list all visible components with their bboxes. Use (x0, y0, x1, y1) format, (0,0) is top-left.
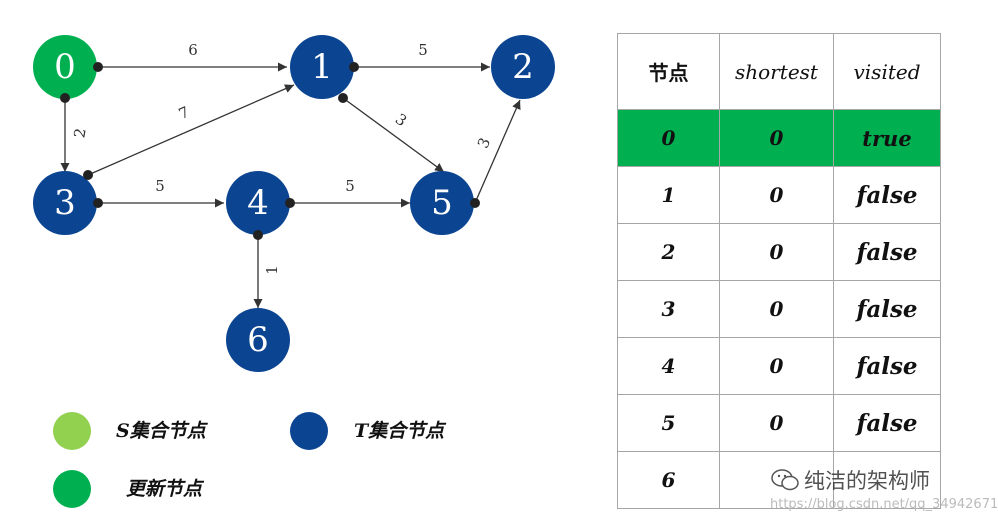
node-6-label: 6 (247, 320, 269, 360)
watermark-url: https://blog.csdn.net/qq_34942671 (770, 497, 998, 512)
cell-shortest: 0 (719, 166, 834, 224)
node-5-label: 5 (431, 183, 453, 223)
watermark-title: 纯洁的架构师 (804, 469, 930, 493)
nodes: 0 1 2 3 4 5 6 (33, 35, 555, 372)
endpoint-dot (470, 198, 480, 208)
table-row: 6 (617, 451, 941, 509)
node-2-label: 2 (512, 47, 534, 87)
cell-visited: false (833, 337, 941, 395)
node-5-circle (410, 171, 474, 235)
table-row: 5 0 false (617, 394, 941, 452)
edge-labels: 6 5 2 7 3 3 5 5 1 (70, 41, 494, 275)
edge-weight-4-6: 1 (263, 265, 281, 275)
endpoint-dot (83, 170, 93, 180)
endpoint-dot (285, 198, 295, 208)
cell-node: 3 (617, 280, 720, 338)
header-visited: visited (833, 33, 941, 110)
cell-node: 6 (617, 451, 720, 509)
table-row: 0 0 true (617, 109, 941, 167)
legend-t-set-label: T集合节点 (354, 420, 447, 442)
node-6: 6 (226, 308, 290, 372)
endpoint-dot (93, 62, 103, 72)
node-1-label: 1 (311, 47, 333, 87)
cell-node: 2 (617, 223, 720, 281)
table-row: 1 0 false (617, 166, 941, 224)
cell-shortest (719, 451, 834, 509)
cell-shortest: 0 (719, 337, 834, 395)
endpoint-dot (253, 230, 263, 240)
graph-diagram: 6 5 2 7 3 3 5 5 1 0 1 2 3 4 (33, 35, 555, 508)
edge-endpoint-dots (60, 62, 480, 240)
wechat-icon (771, 469, 799, 491)
cell-visited: false (833, 166, 941, 224)
cell-visited: false (833, 280, 941, 338)
node-2: 2 (491, 35, 555, 99)
endpoint-dot (60, 93, 70, 103)
node-0-circle (33, 35, 97, 99)
cell-visited: false (833, 223, 941, 281)
cell-shortest: 0 (719, 223, 834, 281)
edge-weight-0-3: 2 (70, 127, 89, 140)
cell-visited: true (833, 109, 941, 167)
cell-shortest: 0 (719, 394, 834, 452)
node-0: 0 (33, 35, 97, 99)
edge-weight-0-1: 6 (188, 41, 198, 59)
cell-node: 1 (617, 166, 720, 224)
node-3: 3 (33, 171, 97, 235)
node-4: 4 (226, 171, 290, 235)
legend-s-set-swatch (53, 412, 91, 450)
cell-visited: false (833, 394, 941, 452)
legend: S集合节点 T集合节点 更新节点 (53, 412, 447, 508)
edge-5-2 (474, 99, 521, 204)
edge-weight-1-5: 3 (392, 110, 410, 130)
legend-t-set-swatch (290, 412, 328, 450)
node-3-label: 3 (54, 183, 76, 223)
node-5: 5 (410, 171, 474, 235)
endpoint-dot (93, 198, 103, 208)
edges (60, 62, 521, 308)
table-row: 2 0 false (617, 223, 941, 281)
cell-shortest: 0 (719, 280, 834, 338)
legend-s-set-label: S集合节点 (116, 420, 209, 442)
cell-visited (833, 451, 941, 509)
endpoint-dot (349, 62, 359, 72)
table-row: 3 0 false (617, 280, 941, 338)
edge-weight-5-2: 3 (474, 135, 494, 151)
watermark: 纯洁的架构师 https://blog.csdn.net/qq_34942671 (770, 465, 998, 523)
header-shortest: shortest (719, 33, 834, 110)
node-0-label: 0 (54, 47, 76, 87)
legend-updated-swatch (53, 470, 91, 508)
edge-3-1 (87, 84, 295, 176)
cell-node: 4 (617, 337, 720, 395)
edge-weight-4-5: 5 (345, 177, 355, 195)
edge-weight-1-2: 5 (418, 41, 428, 59)
cell-node: 5 (617, 394, 720, 452)
node-4-label: 4 (247, 183, 269, 223)
legend-updated-label: 更新节点 (126, 478, 205, 500)
node-1-circle (290, 35, 354, 99)
node-6-circle (226, 308, 290, 372)
node-3-circle (33, 171, 97, 235)
edge-weight-3-4: 5 (155, 177, 165, 195)
cell-shortest: 0 (719, 109, 834, 167)
dijkstra-state-table: 节点 shortest visited 0 0 true 1 0 false 2… (617, 33, 941, 509)
table-row: 4 0 false (617, 337, 941, 395)
endpoint-dot (338, 93, 348, 103)
node-2-circle (491, 35, 555, 99)
edge-weight-3-1: 7 (176, 103, 192, 123)
header-node: 节点 (617, 33, 720, 110)
edge-1-5 (342, 97, 445, 173)
node-1: 1 (290, 35, 354, 99)
cell-node: 0 (617, 109, 720, 167)
node-4-circle (226, 171, 290, 235)
table-header-row: 节点 shortest visited (617, 33, 941, 110)
